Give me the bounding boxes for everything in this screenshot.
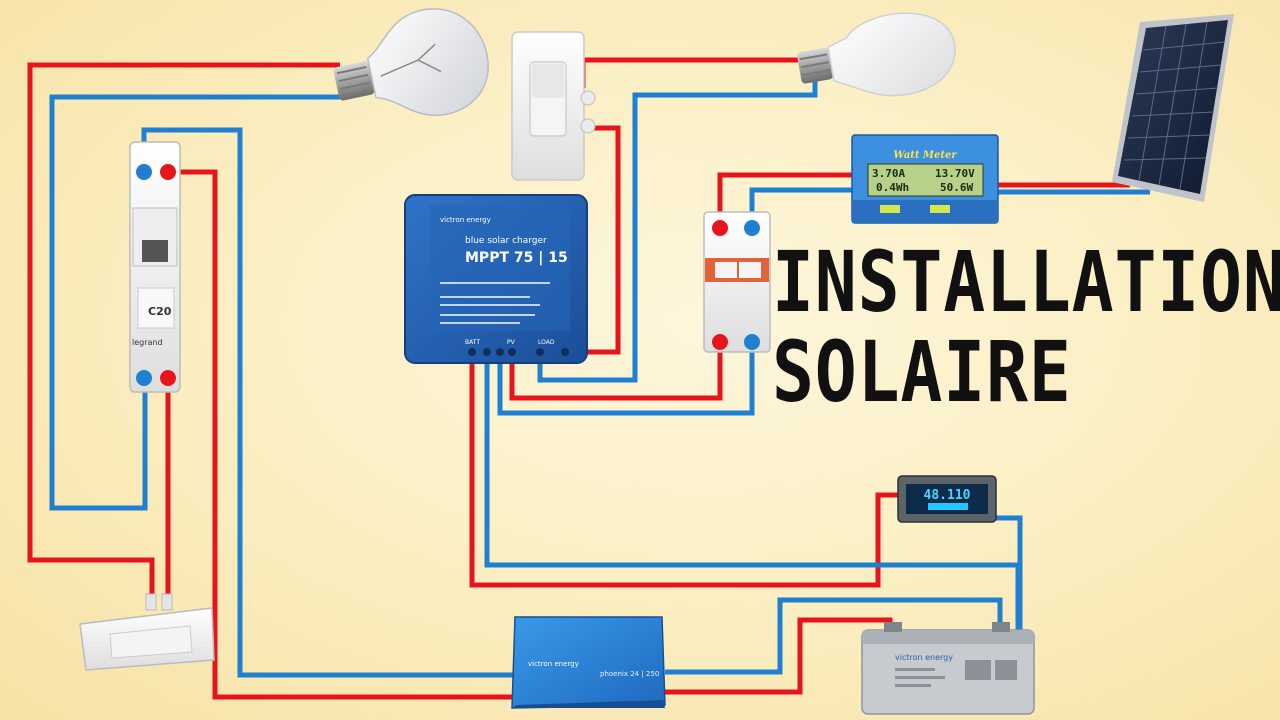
mppt-product-line: blue solar charger	[465, 236, 547, 246]
breaker-rating: C20	[148, 305, 172, 318]
title-line-1: INSTALLATION	[772, 233, 1280, 331]
mppt-charge-controller: victron energy blue solar charger MPPT 7…	[404, 194, 588, 364]
watt-meter: Watt Meter 3.70A 13.70V 0.4Wh 50.6W	[851, 134, 999, 224]
inverter-brand: victron energy	[528, 660, 579, 668]
wire-positive-left-outer	[27, 62, 340, 605]
watt-meter-voltage: 13.70V	[935, 167, 975, 180]
terminal-batt-label: BATT	[465, 339, 480, 346]
wire-positive-breaker-top	[168, 169, 530, 700]
battery-monitor-reading: 48.110	[924, 488, 971, 503]
watt-meter-display	[867, 163, 984, 197]
led-bulb-icon	[797, 12, 956, 97]
wire-positive-pv	[509, 342, 723, 401]
wire-positive-batt	[469, 352, 881, 588]
watt-meter-label: Watt Meter	[893, 150, 957, 161]
mppt-terminal-labels: BATT PV LOAD	[465, 339, 555, 346]
terminal-pv-label: PV	[507, 339, 516, 346]
light-switch-icon	[511, 31, 596, 181]
terminal-load-label: LOAD	[538, 339, 555, 346]
wire-positive-dc-breaker-top	[717, 172, 855, 228]
incandescent-bulb-icon	[333, 8, 489, 116]
inverter: victron energy phoenix 24 | 250	[511, 616, 666, 709]
watt-meter-energy: 0.4Wh	[876, 181, 909, 194]
wire-negative-bulb2	[537, 76, 818, 383]
dc-breaker-icon	[703, 211, 771, 353]
mppt-brand: victron energy	[440, 216, 491, 224]
ac-circuit-breaker: C20 legrand	[129, 141, 181, 393]
wire-positive-switch-to-bulb2	[580, 57, 805, 88]
battery-brand: victron energy	[895, 653, 953, 662]
wire-positive-load	[565, 125, 621, 355]
wire-positive-batt-monitor	[875, 492, 905, 525]
wire-negative-left-inner	[49, 94, 340, 511]
wire-negative-pv	[497, 342, 755, 416]
title-line-2: SOLAIRE	[772, 323, 1072, 421]
breaker-brand: legrand	[132, 338, 163, 347]
wire-negative-inverter-battery	[665, 597, 1003, 675]
battery-icon: victron energy	[861, 622, 1035, 715]
inverter-product: phoenix 24 | 250	[600, 670, 659, 678]
solar-panel-icon	[1112, 14, 1234, 202]
mppt-model: MPPT 75 | 15	[465, 250, 568, 266]
watt-meter-current: 3.70A	[872, 167, 905, 180]
watt-meter-power: 50.6W	[940, 181, 973, 194]
battery-monitor: 48.110	[897, 475, 997, 523]
wall-switch-bottom	[79, 593, 215, 671]
